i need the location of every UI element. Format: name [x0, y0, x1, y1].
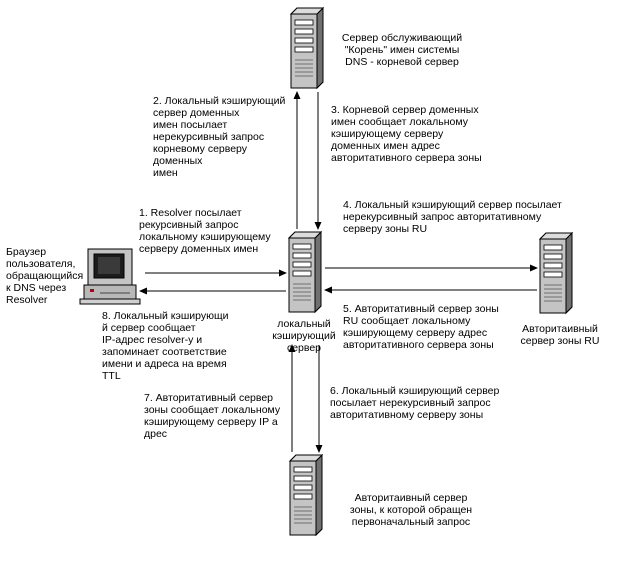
- step-5-label: 5. Авторитативный сервер зоны RU сообщае…: [343, 303, 499, 351]
- ru-server-icon: [539, 232, 573, 314]
- local-server-label: локальный кэширующий сервер: [272, 318, 336, 354]
- zone-server-icon: [289, 454, 323, 536]
- local-server-icon: [288, 231, 322, 313]
- root-server-icon: [290, 7, 324, 89]
- step-6-label: 6. Локальный кэширующий сервер посылает …: [330, 385, 500, 421]
- computer-icon: [79, 248, 141, 305]
- step-1-label: 1. Resolver посылает рекурсивный запрос …: [139, 207, 271, 255]
- zone-server-label: Авторитаивный сервер зоны, к которой обр…: [349, 492, 473, 528]
- step-3-label: 3. Корневой сервер доменных имен сообщае…: [331, 104, 482, 164]
- step-7-label: 7. Авторитативный сервер зоны сообщает л…: [144, 392, 281, 440]
- step-2-label: 2. Локальный кэширующий сервер доменных …: [153, 95, 286, 179]
- root-server-label: Сервер обслуживающий "Корень" имен систе…: [341, 32, 463, 68]
- step-4-label: 4. Локальный кэширующий сервер посылает …: [343, 199, 562, 235]
- ru-server-label: Авторитаивный сервер зоны RU: [520, 323, 600, 347]
- step-8-label: 8. Локальный кэширующи й сервер сообщает…: [102, 310, 229, 382]
- browser-label: Браузер пользователя, обращающийся к DNS…: [6, 246, 84, 306]
